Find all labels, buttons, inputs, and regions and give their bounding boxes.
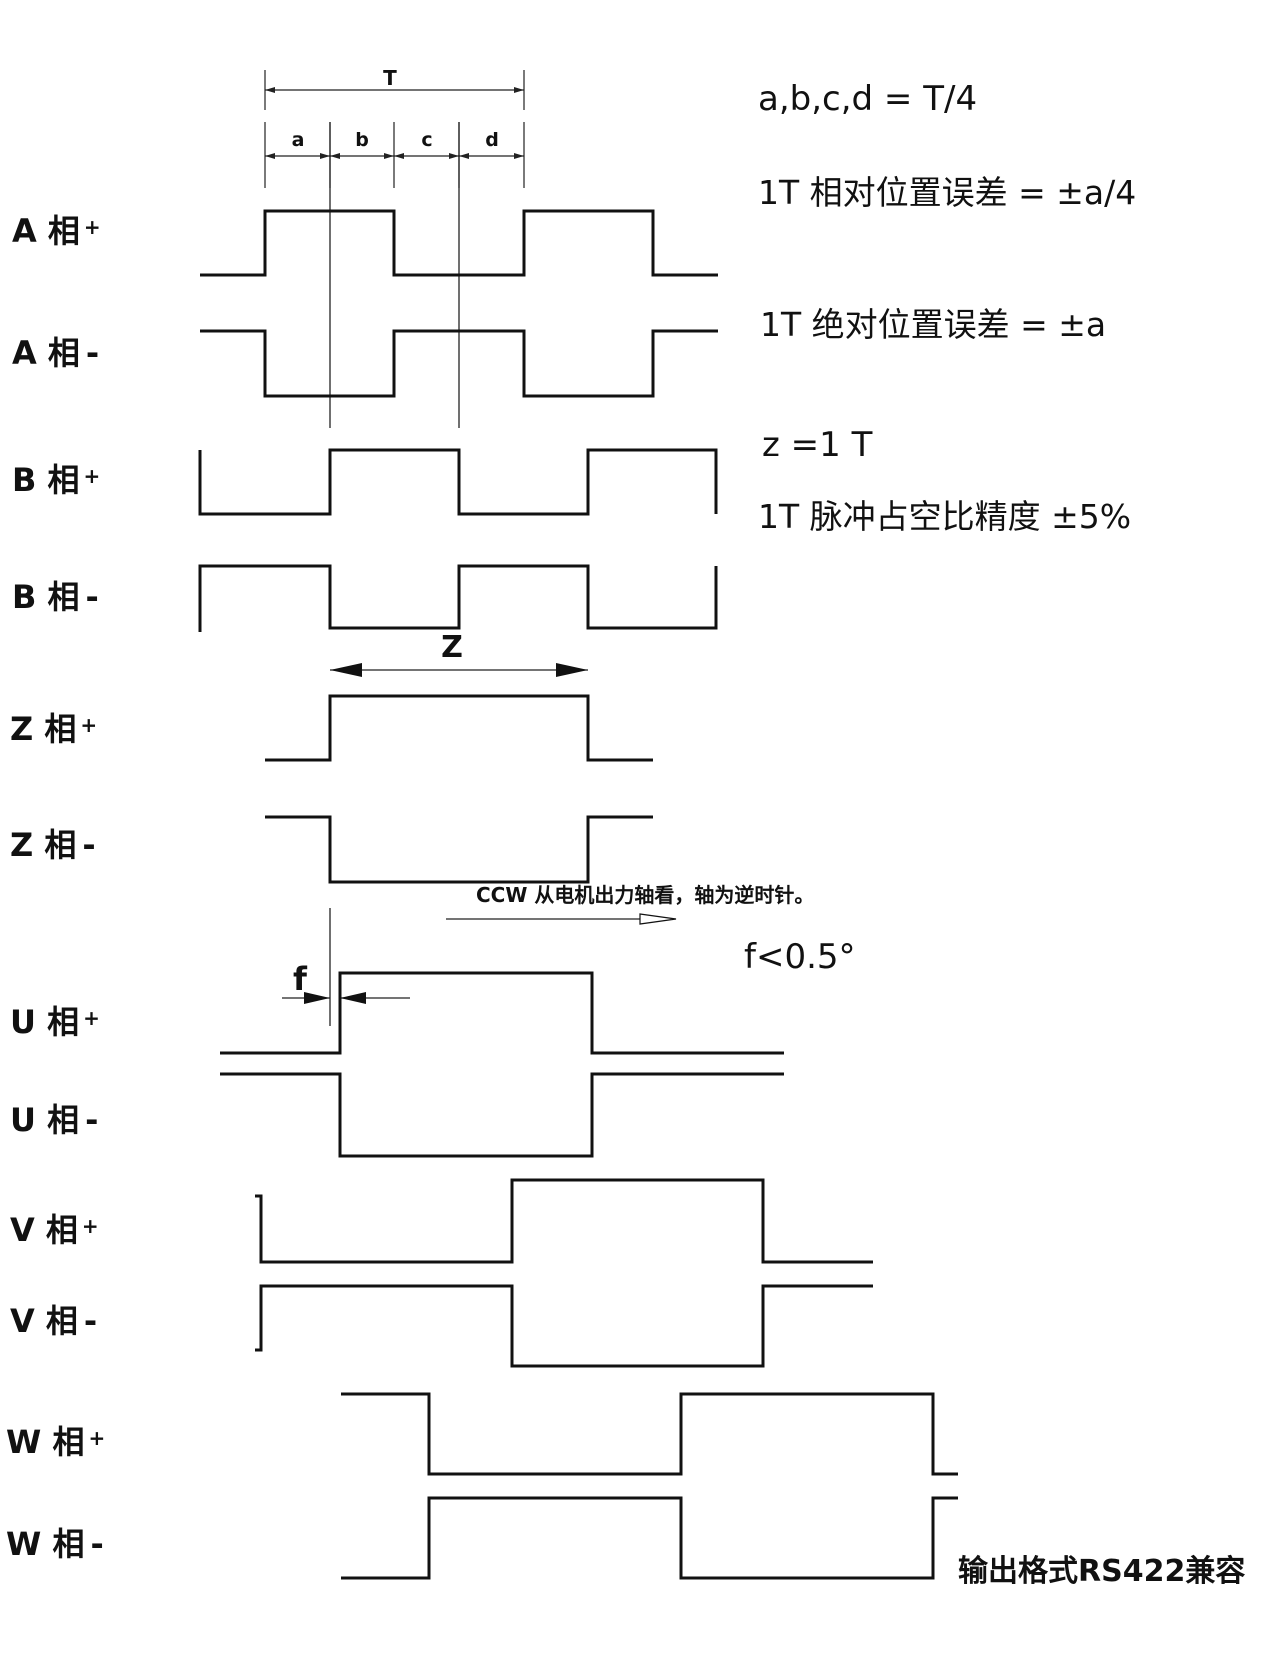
- z-plus-waveform: [265, 694, 653, 762]
- label-u-minus: U 相-: [10, 1101, 98, 1139]
- b-minus-waveform: [198, 564, 718, 632]
- label-b-minus: B 相-: [12, 578, 99, 616]
- f-dimension: f: [282, 908, 410, 1026]
- note-quarter-eq: a,b,c,d = T/4: [758, 79, 977, 119]
- a-minus-waveform: [200, 329, 718, 398]
- label-w-minus: W 相-: [6, 1525, 104, 1563]
- b-plus-waveform: [198, 448, 718, 516]
- label-v-minus: V 相-: [10, 1302, 97, 1340]
- quarter-label-b: b: [355, 129, 369, 151]
- note-output-format: 输出格式RS422兼容: [958, 1554, 1245, 1589]
- quarter-label-c: c: [421, 129, 432, 151]
- label-z-minus: Z 相-: [10, 826, 96, 864]
- label-z-plus: Z 相+: [10, 710, 97, 748]
- quarter-label-d: d: [485, 129, 499, 151]
- quarter-label-a: a: [292, 129, 305, 151]
- z-width-label: Z: [441, 630, 463, 665]
- note-z-eq: z =1 T: [762, 425, 873, 465]
- signal-labels: A 相+ A 相- B 相+ B 相- Z 相+ Z 相- U 相+ U 相- …: [6, 212, 105, 1563]
- z-minus-waveform: [265, 815, 653, 884]
- u-minus-waveform: [220, 1072, 784, 1158]
- z-dimension: Z: [330, 630, 588, 677]
- label-a-plus: A 相+: [12, 212, 101, 250]
- w-plus-waveform: [341, 1392, 958, 1476]
- period-dimension: T: [264, 66, 525, 110]
- v-plus-waveform: [255, 1178, 873, 1264]
- w-minus-waveform: [341, 1496, 958, 1580]
- ccw-direction-arrow: [446, 913, 677, 925]
- period-label: T: [383, 66, 397, 90]
- v-minus-waveform: [255, 1284, 873, 1368]
- label-w-plus: W 相+: [6, 1423, 105, 1461]
- f-limit-note: f<0.5°: [744, 937, 856, 977]
- label-a-minus: A 相-: [12, 334, 99, 372]
- label-v-plus: V 相+: [10, 1211, 99, 1249]
- label-b-plus: B 相+: [12, 461, 100, 499]
- ccw-note: CCW 从电机出力轴看，轴为逆时针。: [476, 883, 814, 907]
- u-plus-waveform: [220, 971, 784, 1055]
- f-offset-label: f: [293, 960, 308, 998]
- spec-notes: a,b,c,d = T/4 1T 相对位置误差 = ±a/4 1T 绝对位置误差…: [758, 79, 1245, 1589]
- quarter-dimensions: a b c d: [264, 122, 525, 188]
- a-plus-waveform: [200, 209, 718, 277]
- note-relative-error: 1T 相对位置误差 = ±a/4: [758, 173, 1136, 212]
- note-absolute-error: 1T 绝对位置误差 = ±a: [760, 305, 1106, 344]
- label-u-plus: U 相+: [10, 1003, 100, 1041]
- note-duty-cycle: 1T 脉冲占空比精度 ±5%: [758, 497, 1131, 536]
